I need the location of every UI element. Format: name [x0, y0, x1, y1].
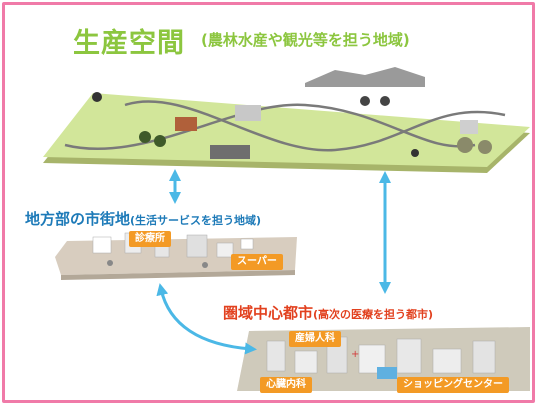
tag-supermarket: スーパー	[231, 254, 283, 270]
production-title: 生産空間	[73, 28, 185, 59]
diagram-illustration: +	[43, 67, 530, 391]
tag-obstetrics: 産婦人科	[289, 331, 341, 347]
production-area-field	[43, 67, 530, 173]
arrow-local-regional	[156, 283, 257, 355]
tag-shopping-center: ショッピングセンター	[397, 377, 509, 393]
regional-city-subtitle: (高次の医療を担う都市)	[313, 308, 434, 321]
local-town-heading: 地方部の市街地(生活サービスを担う地域)	[25, 208, 261, 229]
production-subtitle: (農林水産や観光等を担う地域)	[201, 31, 410, 49]
tag-cardiology: 心臓内科	[260, 377, 312, 393]
local-town-title: 地方部の市街地	[25, 210, 131, 228]
regional-city-title: 圏域中心都市	[223, 304, 314, 322]
tag-clinic: 診療所	[129, 231, 171, 247]
svg-text:+: +	[351, 349, 359, 360]
local-town-subtitle: (生活サービスを担う地域)	[130, 214, 262, 227]
regional-city-heading: 圏域中心都市(高次の医療を担う都市)	[223, 302, 433, 323]
